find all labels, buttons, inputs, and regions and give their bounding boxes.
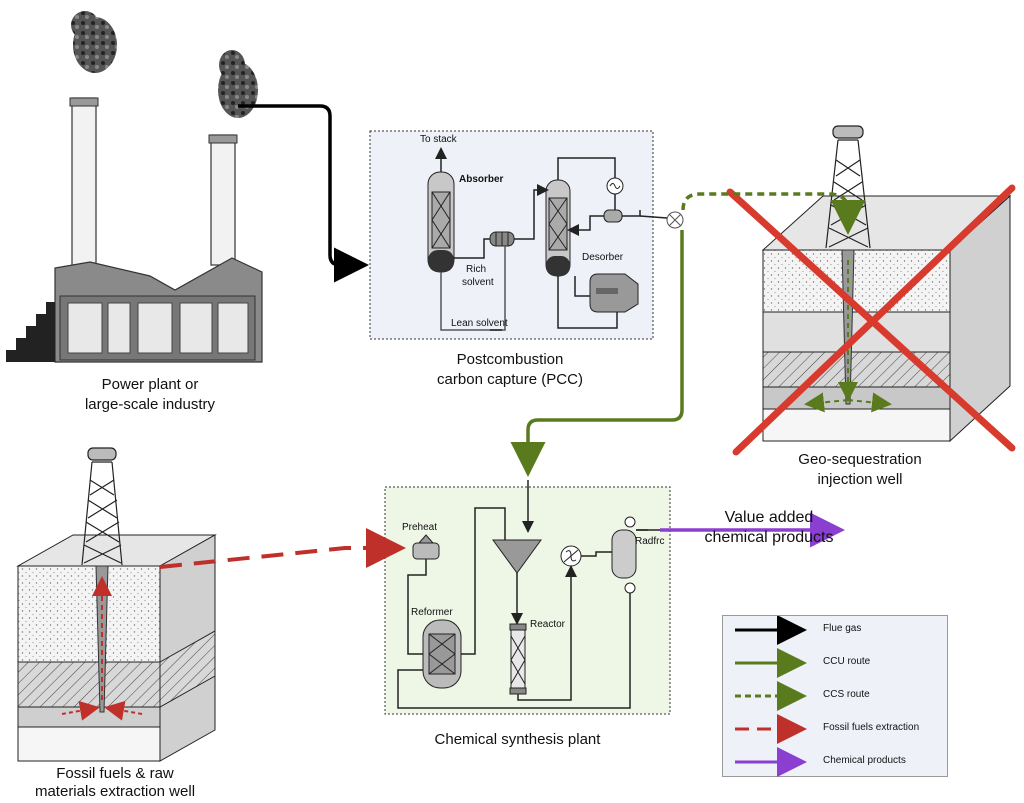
borehole xyxy=(95,565,109,713)
stairs xyxy=(6,302,55,362)
legend-label-fossil: Fossil fuels extraction xyxy=(823,722,920,733)
distillation-column-icon xyxy=(611,516,637,594)
ccu-route-arrow xyxy=(510,230,684,477)
geo-well-label: Geo-sequestration injection well xyxy=(760,450,960,490)
reactor-icon xyxy=(509,623,527,695)
reflux-drum xyxy=(603,209,623,223)
flue-gas-arrow xyxy=(238,104,369,283)
products-label-line1: Value added xyxy=(724,509,814,526)
products-label-line2: chemical products xyxy=(704,529,834,546)
power-plant-label: Power plant or large-scale industry xyxy=(40,375,260,415)
geo-well-label-line1: Geo-sequestration xyxy=(798,451,922,468)
pcc-label: Postcombustion carbon capture (PCC) xyxy=(390,350,630,390)
mixer-icon xyxy=(492,539,542,574)
cross-out-icon xyxy=(726,184,1016,456)
legend-label-ccs: CCS route xyxy=(823,689,870,700)
preheat-label: Preheat xyxy=(402,522,437,533)
extraction-well-label-line1: Fossil fuels & raw xyxy=(56,765,174,782)
legend-label-flue-gas: Flue gas xyxy=(823,623,862,634)
drilling-rig-icon xyxy=(825,125,871,249)
reformer-icon xyxy=(422,619,462,689)
extraction-flow-arrows xyxy=(61,576,143,721)
fossil-extraction-arrow xyxy=(159,528,406,569)
geo-well-label-line2: injection well xyxy=(817,471,903,488)
splitter-valve-icon xyxy=(666,211,684,229)
legend-label-ccu: CCU route xyxy=(823,656,871,667)
legend-swatches xyxy=(735,616,807,777)
legend-label-products: Chemical products xyxy=(823,755,906,766)
lean-solvent-label: Lean solvent xyxy=(451,318,508,329)
pcc-label-line2: carbon capture (PCC) xyxy=(437,371,583,388)
rich-solvent-label-2: solvent xyxy=(462,277,494,288)
chimney xyxy=(210,134,236,266)
desorber-label: Desorber xyxy=(582,252,624,263)
injection-flow-arrows xyxy=(804,260,892,413)
chimney xyxy=(71,97,97,269)
power-plant-label-line1: Power plant or xyxy=(101,376,199,393)
preheater-icon xyxy=(412,534,440,560)
reactor-label: Reactor xyxy=(530,619,566,630)
power-plant-icon xyxy=(6,11,263,363)
extraction-well-label: Fossil fuels & raw materials extraction … xyxy=(15,765,215,801)
pcc-label-line1: Postcombustion xyxy=(456,351,564,368)
legend: Flue gas CCU route CCS route Fossil fuel… xyxy=(722,615,948,777)
products-label: Value added chemical products xyxy=(686,508,852,548)
drilling-rig-icon xyxy=(81,447,123,566)
radfrc-label: Radfrc xyxy=(635,536,664,547)
geo-sequestration-well-icon xyxy=(726,125,1016,456)
pcc-unit xyxy=(369,130,684,340)
extraction-well-icon xyxy=(16,447,217,762)
to-stack-label: To stack xyxy=(420,134,458,145)
extraction-well-label-line2: materials extraction well xyxy=(34,783,196,800)
rich-solvent-label-1: Rich xyxy=(466,264,486,275)
synthesis-plant-label: Chemical synthesis plant xyxy=(434,731,601,748)
reformer-label: Reformer xyxy=(411,607,453,618)
power-plant-label-line2: large-scale industry xyxy=(84,396,216,413)
absorber-label: Absorber xyxy=(459,174,504,185)
